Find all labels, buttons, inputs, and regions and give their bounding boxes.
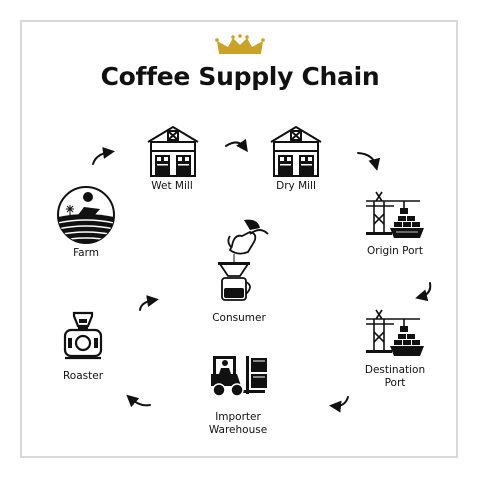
port-crane-icon	[366, 309, 424, 356]
arrow-dry-mill-to-origin-port	[357, 152, 381, 171]
arrow-destination-port-to-importer	[329, 396, 349, 413]
stage-label-destination-line2: Port	[384, 377, 406, 389]
arrow-farm-to-wet-mill	[92, 147, 115, 165]
stage-label-wet-mill: Wet Mill	[151, 180, 193, 192]
arrow-roaster-to-consumer	[139, 295, 159, 311]
arrow-importer-to-roaster	[126, 394, 151, 408]
farm-field-icon	[57, 186, 115, 244]
crown-icon	[215, 34, 265, 54]
arrow-origin-port-to-destination-port	[415, 282, 432, 302]
stage-label-destination-line1: Destination	[364, 364, 426, 376]
stage-label-origin-port: Origin Port	[367, 245, 423, 257]
arrow-wet-mill-to-dry-mill	[225, 138, 248, 153]
stage-label-farm: Farm	[73, 247, 99, 259]
stage-label-importer-warehouse: Importer Warehouse	[188, 411, 288, 437]
pour-over-coffee-icon	[218, 219, 269, 301]
stage-label-importer-line2: Warehouse	[208, 424, 268, 436]
stage-label-consumer: Consumer	[212, 312, 266, 324]
forklift-icon	[211, 356, 267, 397]
page-title: Coffee Supply Chain	[100, 62, 380, 91]
coffee-roaster-icon	[63, 311, 103, 360]
stage-label-importer-line1: Importer	[215, 411, 261, 423]
stage-label-dry-mill: Dry Mill	[276, 180, 316, 192]
warehouse-icon	[147, 125, 199, 177]
stage-label-roaster: Roaster	[62, 370, 104, 382]
warehouse-icon	[270, 125, 322, 177]
stage-label-destination-port: Destination Port	[345, 364, 445, 390]
port-crane-icon	[366, 191, 424, 238]
